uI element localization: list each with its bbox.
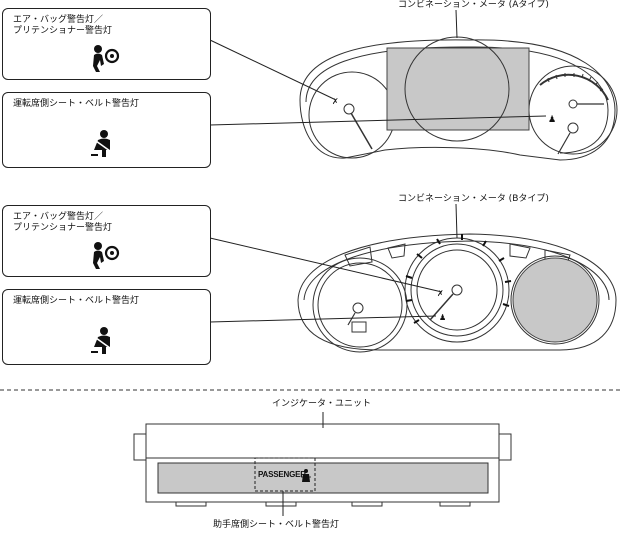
- passenger-seatbelt-icon: [301, 469, 311, 482]
- meter-a-leaders: [209, 9, 547, 126]
- callout-seatbelt-a: 運転席側シート・ベルト警告灯: [2, 92, 211, 168]
- indicator-lens: [157, 462, 489, 494]
- meter-b-display: [512, 257, 598, 343]
- passenger-indicator-highlight: [254, 457, 316, 492]
- meter-b-title: コンビネーション・メータ (Bタイプ): [398, 194, 549, 204]
- meter-b-left-needle: [347, 302, 367, 333]
- meter-b-airbag-glyph: ✗: [437, 289, 444, 298]
- combination-meter-b: [297, 233, 617, 353]
- indicator-unit-title: インジケータ・ユニット: [272, 399, 372, 409]
- meter-a-display: [386, 47, 530, 131]
- seatbelt-warning-icon: [91, 327, 111, 354]
- meter-a-right-ticks: [547, 73, 604, 92]
- meter-b-speedo-ticks: [405, 234, 512, 324]
- meter-a-seatbelt-glyph: ♟: [548, 115, 556, 125]
- callout-airbag-b-text: エア・バッグ警告灯／ プリテンショナー警告灯: [13, 212, 113, 233]
- meter-a-airbag-glyph: ✗: [332, 97, 339, 106]
- indicator-leaders: [282, 412, 324, 516]
- passenger-text: PASSENGER: [258, 470, 306, 479]
- callout-seatbelt-a-text: 運転席側シート・ベルト警告灯: [13, 99, 140, 109]
- meter-a-title: コンビネーション・メータ (Aタイプ): [398, 0, 549, 10]
- meter-b-leaders: [209, 203, 458, 323]
- meter-b-seatbelt-glyph: ♟: [439, 313, 446, 322]
- callout-airbag-b: エア・バッグ警告灯／ プリテンショナー警告灯: [2, 205, 211, 277]
- meter-a-left-needle: [343, 103, 373, 150]
- meter-a-right-needles: [557, 99, 604, 155]
- callout-airbag-a-text: エア・バッグ警告灯／ プリテンショナー警告灯: [13, 15, 113, 36]
- passenger-seatbelt-label: 助手席側シート・ベルト警告灯: [213, 520, 340, 530]
- airbag-warning-icon: [93, 45, 120, 72]
- callout-seatbelt-b: 運転席側シート・ベルト警告灯: [2, 289, 211, 365]
- callout-airbag-a: エア・バッグ警告灯／ プリテンショナー警告灯: [2, 8, 211, 80]
- callout-seatbelt-b-text: 運転席側シート・ベルト警告灯: [13, 296, 140, 306]
- airbag-warning-icon: [93, 242, 120, 269]
- seatbelt-warning-icon: [91, 130, 111, 157]
